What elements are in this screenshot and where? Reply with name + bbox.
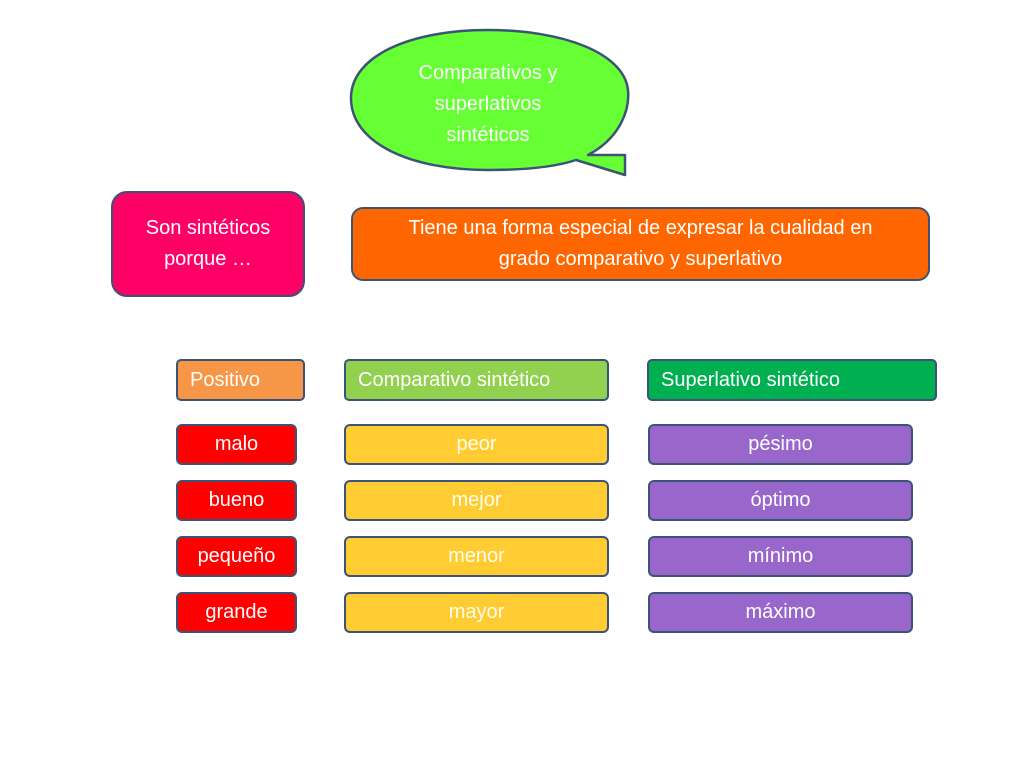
cell-superlative: pésimo <box>648 424 913 465</box>
bubble-line: sintéticos <box>446 124 530 146</box>
cell-superlative: máximo <box>648 592 913 633</box>
cell-comparative: mejor <box>344 480 609 521</box>
header-comparative: Comparativo sintético <box>344 359 609 401</box>
cell-superlative: óptimo <box>648 480 913 521</box>
cell-positive: pequeño <box>176 536 297 577</box>
cell-superlative: mínimo <box>648 536 913 577</box>
header-superlative: Superlativo sintético <box>647 359 937 401</box>
cell-positive: malo <box>176 424 297 465</box>
bubble-title: Comparativos y superlativos sintéticos <box>388 58 588 150</box>
speech-bubble-shape <box>349 28 630 177</box>
explanation-line: Tiene una forma especial de expresar la … <box>408 217 873 239</box>
reason-box: Son sintéticos porque … <box>111 191 305 297</box>
cell-comparative: menor <box>344 536 609 577</box>
explanation-box: Tiene una forma especial de expresar la … <box>351 207 930 281</box>
reason-line: porque … <box>164 248 252 270</box>
bubble-line: Comparativos y <box>418 62 558 84</box>
cell-positive: bueno <box>176 480 297 521</box>
cell-comparative: mayor <box>344 592 609 633</box>
explanation-line: grado comparativo y superlativo <box>498 248 783 270</box>
header-positive: Positivo <box>176 359 305 401</box>
reason-line: Son sintéticos <box>145 217 271 239</box>
cell-comparative: peor <box>344 424 609 465</box>
cell-positive: grande <box>176 592 297 633</box>
bubble-line: superlativos <box>434 93 542 115</box>
